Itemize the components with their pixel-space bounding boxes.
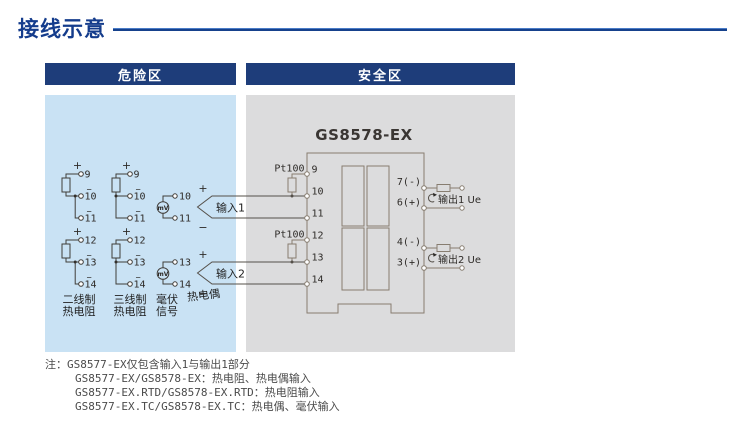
hazard-zone-header: 危险区 [45, 63, 236, 85]
legend-rtd3-line1: 三线制 [114, 292, 147, 306]
input2-label: 输入2 [216, 267, 245, 281]
output-terminal-label: 4(-) [397, 237, 421, 248]
terminal-label: 14 [134, 280, 146, 291]
legend-rtd2-line2: 热电阻 [63, 305, 96, 318]
pt100-sensor-1: Pt100 [274, 164, 305, 198]
terminal-label: 10 [85, 192, 97, 203]
mv-icon: mV [158, 271, 169, 278]
terminal-label: 11 [179, 214, 191, 225]
rtd-3wire-symbol-input2: + 12 − 13 − 14 [111, 225, 146, 291]
terminal-label: 9 [134, 170, 140, 181]
output2-circuit: 4(-) 3(+) 输出2 Ue [397, 237, 481, 271]
output-terminal-label: 7(-) [397, 177, 421, 188]
terminal-label: 10 [179, 192, 191, 203]
footnote-line: GS8577-EX.TC/GS8578-EX.TC：热电偶、毫伏输入 [75, 400, 340, 413]
footnotes: 注：GS8577-EX仅包含输入1与输出1部分 GS8577-EX/GS8578… [45, 358, 340, 414]
module-outline: GS8578-EX [306, 126, 425, 314]
terminal-label: 14 [312, 275, 324, 286]
polarity-minus: − [136, 185, 141, 195]
output2-label: 输出2 Ue [438, 253, 481, 266]
legend-labels: 二线制 热电阻 三线制 热电阻 毫伏 信号 热电偶 [63, 287, 221, 318]
polarity-minus: − [198, 287, 207, 300]
footnote-line: 注：GS8577-EX仅包含输入1与输出1部分 [45, 358, 250, 371]
output-terminal-label: 3(+) [397, 258, 421, 269]
legend-thermocouple: 热电偶 [186, 287, 220, 304]
terminal-label: 13 [85, 258, 97, 269]
polarity-minus: − [87, 251, 92, 261]
polarity-plus: + [198, 182, 207, 195]
terminal-label: 10 [312, 187, 324, 198]
wiring-diagram: + 9 − 10 − 11 + 9 − 10 − 11 mV [61, 126, 481, 318]
polarity-minus: − [136, 207, 141, 217]
terminal-label: 12 [312, 231, 324, 242]
terminal-label: 13 [312, 253, 324, 264]
polarity-plus: + [73, 225, 82, 238]
page-title: 接线示意 [18, 17, 106, 41]
polarity-minus: − [87, 207, 92, 217]
footnote-line: GS8577-EX/GS8578-EX：热电阻、热电偶输入 [75, 372, 311, 385]
output-terminal-label: 6(+) [397, 198, 421, 209]
terminal-label: 11 [312, 209, 324, 220]
input2-arrow: + − 输入2 [196, 248, 305, 300]
input1-arrow: + − 输入1 [196, 182, 305, 234]
polarity-minus: − [136, 251, 141, 261]
terminal-label: 13 [134, 258, 146, 269]
safe-zone-header: 安全区 [246, 63, 515, 85]
hazard-zone-panel [45, 95, 236, 352]
voltage-arrow-icon [428, 253, 435, 263]
mv-icon: mV [158, 205, 169, 212]
voltage-arrowhead-icon [433, 252, 437, 257]
polarity-minus: − [136, 273, 141, 283]
rtd-2wire-symbol-input1: + 9 − 10 − 11 [61, 159, 97, 225]
terminal-label: 11 [85, 214, 97, 225]
polarity-plus: + [122, 159, 131, 172]
rtd-2wire-symbol-input2: + 12 − 13 − 14 [61, 225, 97, 291]
pt100-sensor-2: Pt100 [274, 230, 305, 264]
rtd-3wire-symbol-input1: + 9 − 10 − 11 [111, 159, 146, 225]
output1-label: 输出1 Ue [438, 193, 481, 206]
legend-mv-line1: 毫伏 [156, 292, 178, 306]
polarity-plus: + [73, 159, 82, 172]
mv-symbol-input1: mV 10 11 [156, 192, 191, 225]
safe-zone-label: 安全区 [357, 68, 403, 84]
legend-mv-line2: 信号 [156, 305, 178, 318]
legend-rtd2-line1: 二线制 [63, 292, 96, 306]
pt100-label: Pt100 [274, 164, 304, 175]
polarity-plus: + [122, 225, 131, 238]
output1-circuit: 7(-) 6(+) 输出1 Ue [397, 177, 481, 211]
terminal-label: 14 [179, 280, 191, 291]
terminal-label: 13 [179, 258, 191, 269]
terminal-label: 11 [134, 214, 146, 225]
title-rule [113, 28, 727, 31]
input1-label: 输入1 [216, 201, 245, 215]
polarity-plus: + [198, 248, 207, 261]
safe-zone-panel [246, 95, 515, 352]
polarity-minus: − [87, 185, 92, 195]
polarity-minus: − [87, 273, 92, 283]
legend-rtd3-line2: 热电阻 [114, 305, 147, 318]
terminal-label: 10 [134, 192, 146, 203]
polarity-minus: − [198, 221, 207, 234]
module-left-terminals: 9 10 11 12 13 14 [304, 165, 324, 287]
mv-symbol-input2: mV 13 14 [156, 258, 191, 291]
voltage-arrow-icon [428, 193, 435, 203]
terminal-label: 12 [85, 236, 97, 247]
terminal-label: 9 [85, 170, 91, 181]
pt100-label: Pt100 [274, 230, 304, 241]
terminal-label: 12 [134, 236, 146, 247]
footnote-line: GS8577-EX.RTD/GS8578-EX.RTD：热电阻输入 [75, 386, 320, 399]
terminal-label: 9 [312, 165, 318, 176]
terminal-label: 14 [85, 280, 97, 291]
module-name: GS8578-EX [315, 126, 412, 144]
hazard-zone-label: 危险区 [117, 68, 163, 84]
voltage-arrowhead-icon [433, 192, 437, 197]
